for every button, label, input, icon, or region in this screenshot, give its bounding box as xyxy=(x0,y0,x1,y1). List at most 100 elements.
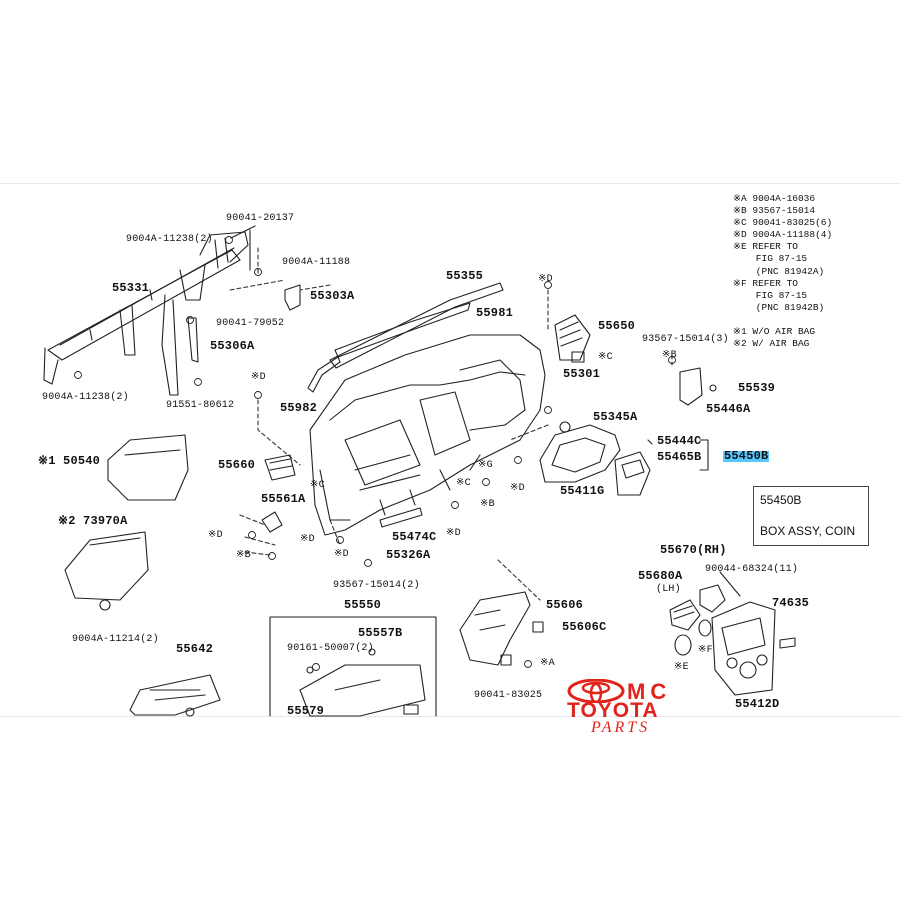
label-55561A[interactable]: 55561A xyxy=(261,492,306,506)
bracket-55306A xyxy=(187,317,199,363)
label-9004A-11238-bottom[interactable]: 9004A-11238(2) xyxy=(42,392,129,403)
footnote-line: ※D 9004A-11188(4) xyxy=(733,229,833,241)
label-55606C[interactable]: 55606C xyxy=(562,620,607,634)
label-note-B-3: ※B xyxy=(236,550,251,561)
glove-box-50540 xyxy=(107,434,189,501)
label-note-D-7: ※D xyxy=(300,534,315,545)
logo-toyota-text: TOYOTA xyxy=(567,699,659,722)
label-74635[interactable]: 74635 xyxy=(772,596,810,610)
label-55301[interactable]: 55301 xyxy=(563,367,601,381)
part-55561A xyxy=(261,511,283,533)
part-55446A xyxy=(679,367,703,406)
label-90041-83025[interactable]: 90041-83025 xyxy=(474,690,543,701)
footnote-line: ※C 90041-83025(6) xyxy=(733,217,833,229)
glove-compartment-55550 xyxy=(299,648,426,717)
footnote-line: (PNC 81942B) xyxy=(733,301,825,313)
label-50540[interactable]: ※1 50540 xyxy=(38,454,101,468)
label-note-C-3: ※C xyxy=(456,478,471,489)
top-divider xyxy=(0,183,900,184)
label-90161-50007[interactable]: 90161-50007(2) xyxy=(287,643,374,654)
label-note-B-2: ※B xyxy=(480,499,495,510)
bottom-divider xyxy=(0,716,900,717)
center-panel-55412D xyxy=(711,601,776,696)
label-55331[interactable]: 55331 xyxy=(112,281,150,295)
footnote-line: FIG 87-15 xyxy=(733,253,808,265)
logo-mc-text: MC xyxy=(627,679,672,704)
reinforcement-55331 xyxy=(43,225,256,396)
label-9004A-11188[interactable]: 9004A-11188 xyxy=(282,257,351,268)
label-note-B-1: ※B xyxy=(662,350,677,361)
footnote-line: ※F REFER TO xyxy=(733,277,798,289)
label-73970A[interactable]: ※2 73970A xyxy=(58,514,128,528)
label-55446A[interactable]: 55446A xyxy=(706,402,751,416)
label-LH: (LH) xyxy=(656,584,681,595)
label-55982[interactable]: 55982 xyxy=(280,401,318,415)
ring-E xyxy=(674,634,692,656)
label-55345A[interactable]: 55345A xyxy=(593,410,638,424)
label-90041-20137[interactable]: 90041-20137 xyxy=(226,213,295,224)
footnote-line: (PNC 81942A) xyxy=(733,265,825,277)
label-note-D-4: ※D xyxy=(446,528,461,539)
label-note-F: ※F xyxy=(698,645,713,656)
vent-55650 xyxy=(554,314,591,361)
footnote-line xyxy=(733,314,832,326)
label-93567-15014-2[interactable]: 93567-15014(2) xyxy=(333,580,420,591)
bracket-55303A xyxy=(284,284,301,311)
label-55303A[interactable]: 55303A xyxy=(310,289,355,303)
label-55539[interactable]: 55539 xyxy=(738,381,776,395)
label-55650[interactable]: 55650 xyxy=(598,319,636,333)
label-55606[interactable]: 55606 xyxy=(546,598,584,612)
label-55680A[interactable]: 55680A xyxy=(638,569,683,583)
bracket-55606 xyxy=(459,591,544,666)
label-note-D-1: ※D xyxy=(538,274,553,285)
label-55412D[interactable]: 55412D xyxy=(735,697,780,711)
defroster-55982 xyxy=(307,356,341,393)
label-93567-15014-3[interactable]: 93567-15014(3) xyxy=(642,334,729,345)
glove-box-frame-55550 xyxy=(269,616,437,717)
ring-F xyxy=(698,619,712,637)
label-90041-79052[interactable]: 90041-79052 xyxy=(216,318,285,329)
label-55306A[interactable]: 55306A xyxy=(210,339,255,353)
label-55444C[interactable]: 55444C xyxy=(657,434,702,448)
label-91551-80612[interactable]: 91551-80612 xyxy=(166,400,235,411)
label-55355[interactable]: 55355 xyxy=(446,269,484,283)
label-55326A[interactable]: 55326A xyxy=(386,548,431,562)
label-55557B[interactable]: 55557B xyxy=(358,626,403,640)
tooltip-description: BOX ASSY, COIN xyxy=(760,524,856,538)
label-note-C-1: ※C xyxy=(598,352,613,363)
label-note-D-6: ※D xyxy=(334,549,349,560)
label-9004A-11238-top[interactable]: 9004A-11238(2) xyxy=(126,234,213,245)
label-55474C[interactable]: 55474C xyxy=(392,530,437,544)
label-55450B-highlighted[interactable]: 55450B xyxy=(723,449,770,463)
toyota-emblem-icon xyxy=(567,679,625,703)
label-55670[interactable]: 55670(RH) xyxy=(660,543,727,557)
label-55981[interactable]: 55981 xyxy=(476,306,514,320)
label-note-D-2: ※D xyxy=(251,372,266,383)
label-note-D-5: ※D xyxy=(208,530,223,541)
footnote-line: ※A 9004A-16036 xyxy=(733,193,816,204)
label-9004A-11214-2[interactable]: 9004A-11214(2) xyxy=(72,634,159,645)
footnote-line: ※1 W/O AIR BAG xyxy=(733,326,816,338)
label-note-D-3: ※D xyxy=(510,483,525,494)
label-note-E: ※E xyxy=(674,662,689,673)
airbag-door-73970A xyxy=(64,531,149,611)
part-74635 xyxy=(779,637,796,649)
clip-55301 xyxy=(571,351,585,363)
footnote-line: FIG 87-15 xyxy=(733,289,808,301)
label-90044-68324[interactable]: 90044-68324(11) xyxy=(705,564,799,575)
defroster-55355 xyxy=(329,282,504,369)
label-55411G[interactable]: 55411G xyxy=(560,484,605,498)
label-55465B[interactable]: 55465B xyxy=(657,450,702,464)
cluster-panel-55411G xyxy=(539,424,621,483)
label-note-G: ※G xyxy=(478,460,493,471)
strip-55474C xyxy=(379,507,423,528)
label-55642[interactable]: 55642 xyxy=(176,642,214,656)
label-55579[interactable]: 55579 xyxy=(287,704,325,718)
part-55539 xyxy=(709,384,717,392)
label-55660[interactable]: 55660 xyxy=(218,458,256,472)
footnote-legend: ※A 9004A-16036※B 93567-15014※C 90041-830… xyxy=(733,193,832,350)
label-55550[interactable]: 55550 xyxy=(344,598,382,612)
label-note-A: ※A xyxy=(540,658,555,669)
label-note-C-2: ※C xyxy=(310,480,325,491)
